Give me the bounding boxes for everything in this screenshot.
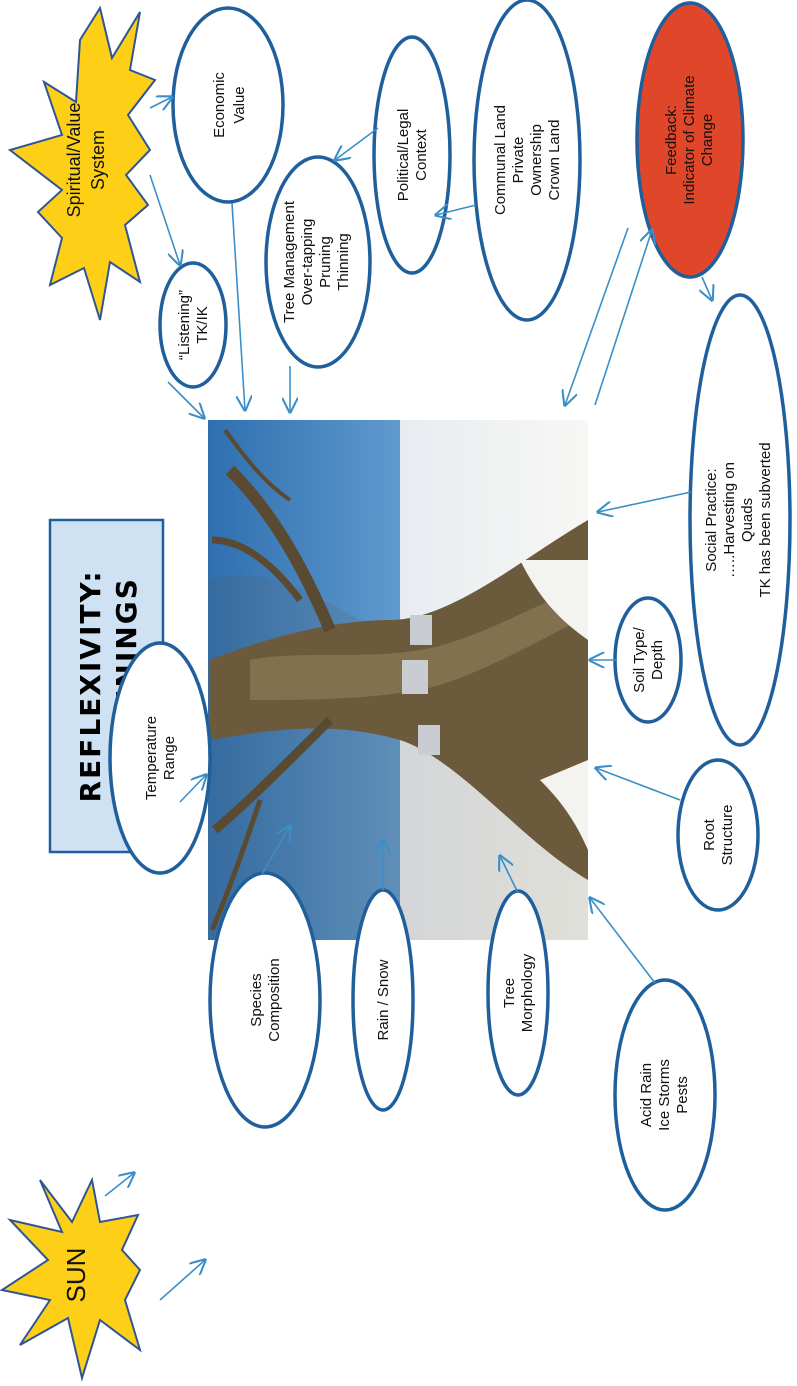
- tree-mgmt-line-4: Thinning: [335, 233, 352, 291]
- node-political-legal: Political/Legal Context: [372, 35, 452, 275]
- arrow-economic-photo: [231, 202, 245, 410]
- economic-line-1: Economic: [211, 72, 228, 138]
- feedback-line-3: Change: [699, 114, 716, 167]
- listening-line-1: “Listening”: [176, 290, 193, 360]
- tree-mgmt-line-2: Over-tapping: [299, 219, 316, 306]
- rain-line-1: Rain / Snow: [375, 959, 392, 1040]
- arrow-acid-photo: [590, 898, 656, 984]
- communal-line-4: Crown Land: [546, 120, 563, 201]
- species-line-2: Composition: [266, 958, 283, 1041]
- soil-line-1: Soil Type/: [631, 626, 648, 692]
- sun-label: SUN: [61, 1248, 91, 1303]
- arrow-sun-temperature: [104, 1173, 134, 1197]
- arrow-feedback-social: [702, 276, 712, 300]
- arrow-communal-political: [436, 205, 477, 215]
- acid-line-3: Pests: [674, 1076, 691, 1114]
- arrow-root-photo: [596, 768, 681, 801]
- communal-line-2: Private: [510, 137, 527, 184]
- arrow-photo-feedback: [594, 230, 652, 406]
- arrows: [104, 97, 712, 1301]
- root-line-1: Root: [701, 818, 718, 851]
- root-line-2: Structure: [719, 805, 736, 866]
- spiritual-line-1: Spiritual/Value: [64, 103, 84, 218]
- morphology-line-1: Tree: [501, 978, 518, 1008]
- political-line-1: Political/Legal: [395, 109, 412, 202]
- morphology-line-2: Morphology: [519, 953, 536, 1032]
- arrow-sun-species: [159, 1260, 205, 1301]
- arrow-spiritual-listening: [149, 174, 180, 265]
- communal-line-1: Communal Land: [492, 105, 509, 215]
- tree-mgmt-line-3: Pruning: [317, 236, 334, 288]
- arrow-social-photo: [598, 491, 692, 512]
- temperature-line-1: Temperature: [143, 716, 160, 800]
- economic-line-2: Value: [231, 86, 248, 123]
- node-listening: “Listening” TK/IK: [158, 261, 228, 389]
- social-line-1: Social Practice:: [703, 468, 720, 571]
- listening-line-2: TK/IK: [194, 306, 211, 344]
- tree-mgmt-line-1: Tree Management: [281, 200, 298, 323]
- node-social-practice: Social Practice: …..Harvesting on Quads …: [688, 293, 792, 747]
- node-acid-rain: Acid Rain Ice Storms Pests: [613, 978, 717, 1212]
- node-economic-value: Economic Value: [171, 6, 285, 204]
- social-line-2: …..Harvesting on: [721, 462, 738, 578]
- maple-tree-photo: [208, 420, 588, 940]
- node-tree-management: Tree Management Over-tapping Pruning Thi…: [264, 155, 372, 369]
- acid-line-2: Ice Storms: [656, 1059, 673, 1131]
- political-line-2: Context: [413, 128, 430, 181]
- communal-line-3: Ownership: [528, 124, 545, 196]
- node-rain-snow: Rain / Snow: [351, 888, 415, 1112]
- node-tree-morphology: Tree Morphology: [486, 889, 550, 1097]
- arrow-spiritual-economic: [149, 97, 172, 108]
- node-species-composition: Species Composition: [208, 871, 322, 1129]
- node-feedback: Feedback: Indicator of Climate Change: [635, 1, 745, 279]
- node-temperature-range: Temperature Range: [108, 641, 212, 875]
- arrow-morphology-photo: [500, 856, 519, 894]
- social-line-3: Quads: [739, 498, 756, 542]
- acid-line-1: Acid Rain: [638, 1063, 655, 1127]
- arrow-feedback-photo: [565, 227, 629, 405]
- node-communal-land: Communal Land Private Ownership Crown La…: [472, 0, 582, 322]
- spiritual-line-2: System: [88, 130, 108, 190]
- title-line-1: REFLEXIVITY:: [74, 569, 107, 802]
- node-soil-type: Soil Type/ Depth: [613, 596, 683, 724]
- arrow-temperature-photo: [179, 775, 206, 803]
- feedback-line-2: Indicator of Climate: [681, 75, 698, 204]
- social-line-4: TK has been subverted: [757, 442, 774, 597]
- feedback-line-1: Feedback:: [663, 105, 680, 175]
- spiritual-value-star: Spiritual/Value System: [7, 5, 157, 321]
- arrow-species-photo: [261, 826, 290, 875]
- soil-line-2: Depth: [649, 640, 666, 680]
- arrow-listening-photo: [167, 381, 204, 418]
- node-root-structure: Root Structure: [676, 758, 760, 912]
- species-line-1: Species: [248, 973, 265, 1026]
- arrow-political-treemgmt: [335, 127, 379, 160]
- sun-star: SUN: [0, 1176, 142, 1382]
- temperature-line-2: Range: [161, 736, 178, 780]
